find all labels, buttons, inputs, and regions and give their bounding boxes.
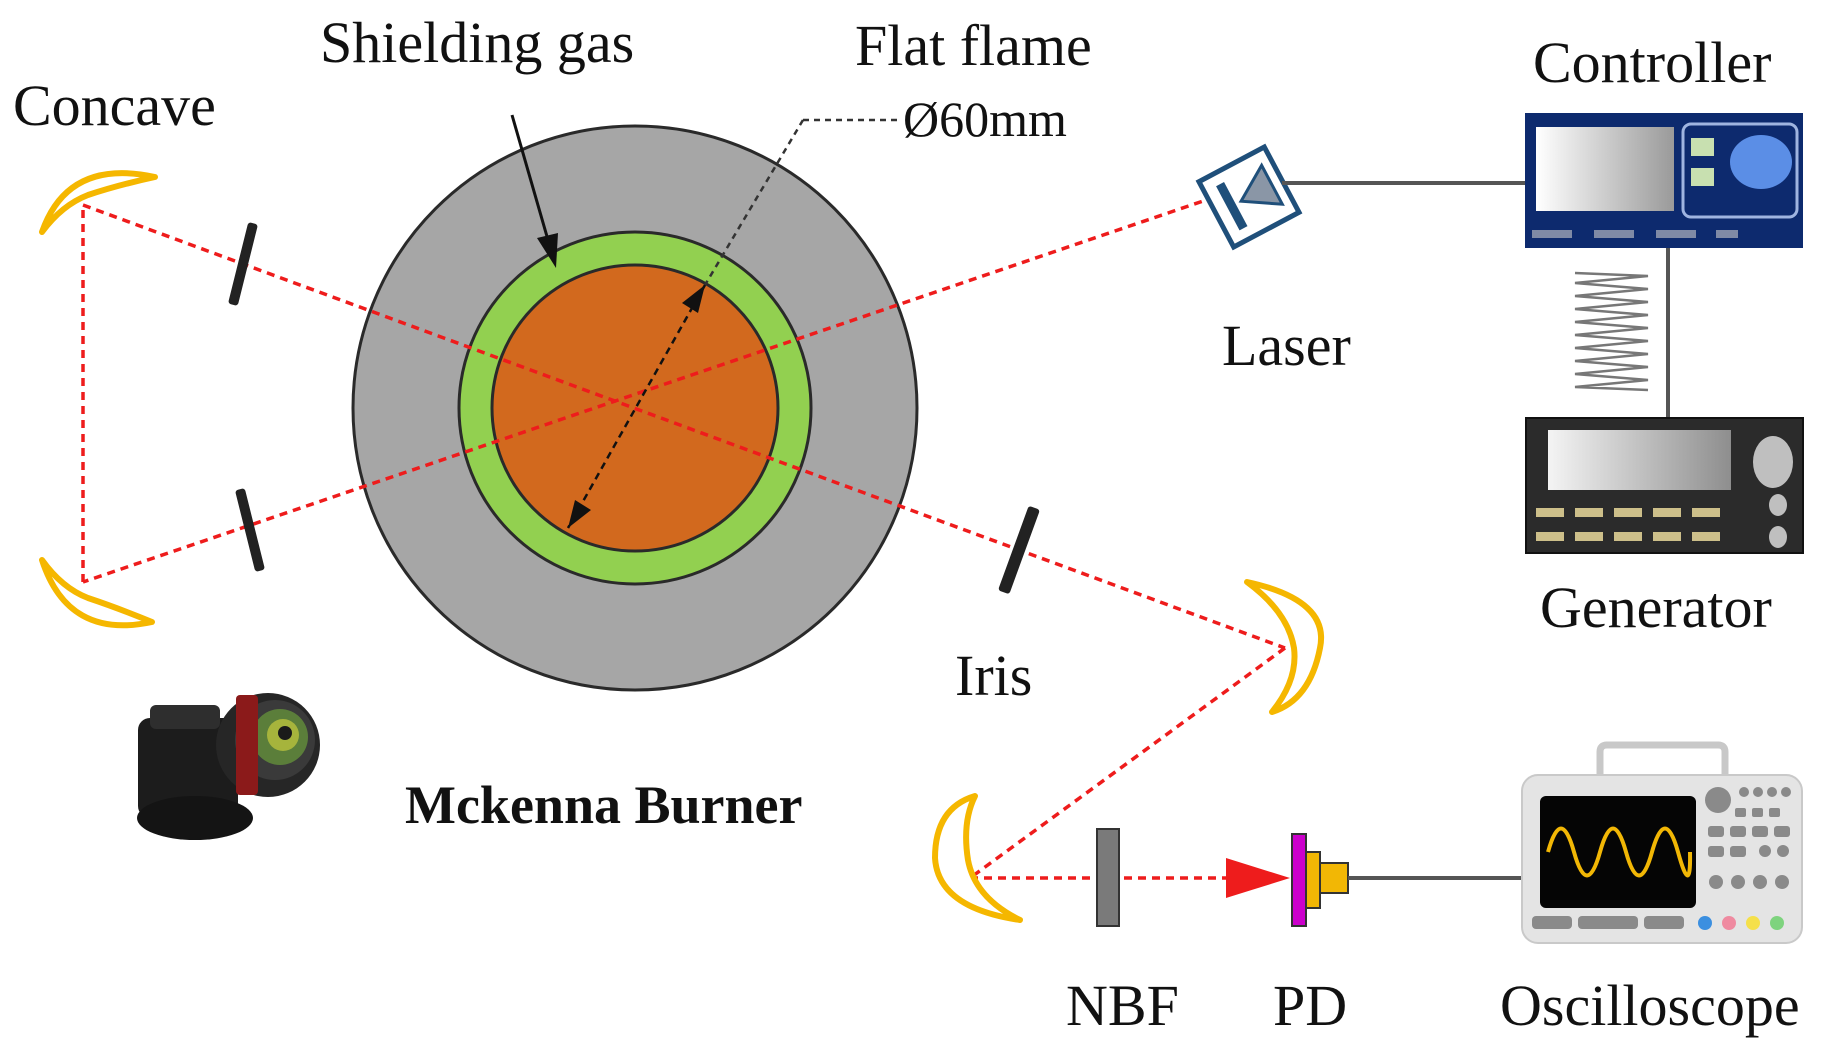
beam-arrowhead [1226,858,1290,898]
concave-mirror-top-icon [39,170,158,235]
label-controller: Controller [1533,30,1771,95]
photodiode-icon [1291,833,1349,927]
iris-left-bottom-icon [235,488,265,572]
concave-mirror-right-bottom-icon [932,793,1023,923]
iris-right-icon [998,506,1040,594]
label-concave: Concave [13,73,216,138]
label-laser: Laser [1222,313,1351,378]
coiled-cable-icon [1574,271,1649,392]
label-nbf: NBF [1066,973,1179,1038]
label-generator: Generator [1540,575,1772,640]
laser-icon [1195,143,1303,251]
oscilloscope-icon [1521,741,1803,944]
nbf-filter-icon [1096,828,1120,927]
generator-icon [1525,417,1804,554]
beam-concave-to-mirror [82,203,1286,650]
concave-mirror-right-top-icon [1244,579,1325,715]
laser-beam-paths [81,195,1290,898]
label-shielding-gas: Shielding gas [320,10,634,75]
label-mckenna-burner: Mckenna Burner [405,775,803,835]
camera-icon [137,693,320,840]
label-iris: Iris [955,643,1032,708]
controller-icon [1525,113,1803,248]
beam-mirror-to-mirror [968,646,1287,880]
diameter-arrowhead-top [682,285,705,313]
label-flat-flame: Flat flame [855,13,1092,78]
shielding-gas-pointer [510,114,558,268]
label-oscilloscope: Oscilloscope [1500,973,1800,1038]
concave-mirror-bottom-icon [39,557,155,629]
iris-left-top-icon [228,222,258,306]
label-diameter: Ø60mm [903,91,1067,147]
diameter-arrowhead-bottom [568,500,591,528]
label-pd: PD [1273,973,1347,1038]
diameter-leader-diagonal [703,119,805,286]
beam-laser-to-concave [82,195,1216,584]
diameter-arrow-line [566,284,707,529]
diameter-dimension [566,118,900,529]
